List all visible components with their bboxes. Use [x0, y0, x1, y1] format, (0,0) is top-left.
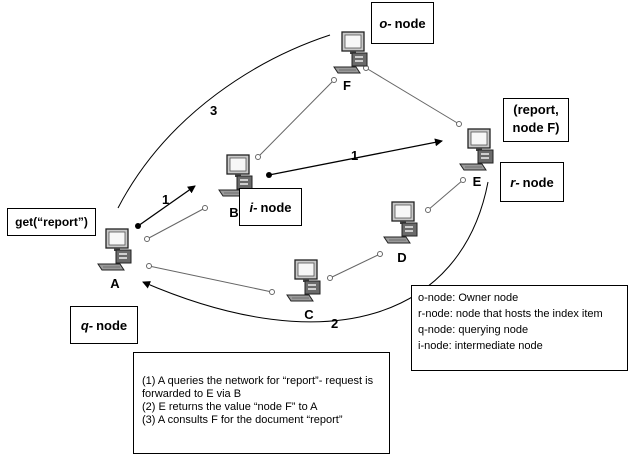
index-item-line-2: node F) — [512, 120, 560, 135]
q-node-role-word: node — [96, 317, 128, 333]
link-f-e — [365, 67, 460, 125]
index-item-line-1: (report, — [513, 102, 559, 117]
link-a-c — [148, 265, 273, 293]
message-label-a-to-b: 1 — [162, 192, 170, 207]
o-node-role-box: o-node — [371, 2, 434, 44]
r-node-role-word: node — [522, 174, 554, 190]
steps-box: (1) A queries the network for “report”- … — [133, 352, 390, 454]
message-label-b-to-e: 1 — [351, 148, 359, 163]
r-node-role-box: r-node — [500, 162, 564, 202]
step-line: (2) E returns the value “node F” to A — [142, 401, 318, 413]
step-line: (3) A consults F for the document “repor… — [142, 414, 343, 426]
node-a-computer-icon — [94, 227, 138, 275]
i-node-role-word: node — [260, 199, 292, 215]
q-node-role-box: q-node — [70, 306, 138, 344]
link-b-f — [257, 79, 335, 158]
node-d-computer-icon — [380, 200, 424, 248]
r-node-role-letter: r- — [510, 174, 520, 190]
legend-item: o-node: Owner node — [418, 292, 519, 304]
i-node-role-box: i-node — [239, 188, 302, 226]
o-node-role-word: node — [394, 15, 426, 31]
node-e-computer-icon — [456, 127, 500, 175]
node-c-computer-icon — [283, 258, 327, 306]
legend-box: o-node: Owner node r-node: node that hos… — [411, 285, 628, 371]
q-node-role-letter: q- — [80, 317, 94, 333]
node-b-computer-icon — [215, 153, 259, 201]
request-arrow-a-to-b — [137, 185, 196, 227]
legend-item: q-node: querying node — [418, 324, 529, 336]
link-d-e — [427, 179, 464, 211]
message-label-e-to-a: 2 — [331, 316, 339, 331]
query-box: get(“report”) — [7, 208, 96, 236]
message-label-a-to-f: 3 — [210, 103, 218, 118]
node-f-label: F — [343, 78, 351, 93]
node-e-label: E — [472, 174, 482, 189]
node-b-label: B — [229, 205, 239, 220]
legend-item: i-node: intermediate node — [418, 340, 543, 352]
step-line: (1) A queries the network for “report”- … — [142, 375, 374, 387]
o-node-role-letter: o- — [379, 15, 392, 31]
consult-arc-a-to-f — [117, 34, 331, 209]
index-item-box: (report, node F) — [503, 98, 569, 142]
request-arrow-b-to-e — [268, 138, 443, 176]
legend-item: r-node: node that hosts the index item — [418, 308, 603, 320]
node-c-label: C — [304, 307, 314, 322]
reply-arrow-e-to-a — [142, 181, 489, 323]
node-a-label: A — [110, 276, 120, 291]
link-c-d — [329, 253, 381, 279]
step-line: forwarded to E via B — [142, 388, 242, 400]
node-d-label: D — [397, 250, 407, 265]
node-f-computer-icon — [330, 30, 374, 78]
i-node-role-letter: i- — [249, 199, 258, 215]
link-a-b — [146, 207, 206, 240]
